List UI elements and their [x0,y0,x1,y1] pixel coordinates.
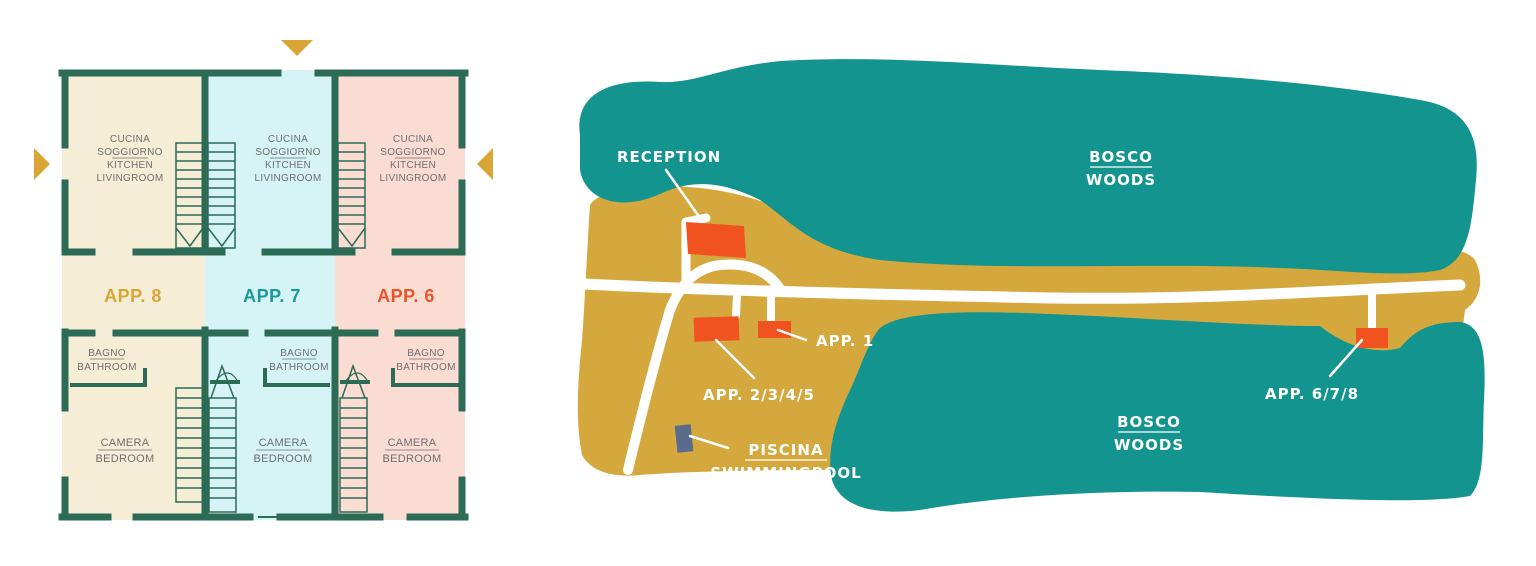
unit-7-fill [205,70,335,520]
unit-6-fill [335,70,465,520]
svg-text:BATHROOM: BATHROOM [269,362,328,373]
svg-text:SWIMMINGPOOL: SWIMMINGPOOL [710,464,861,482]
svg-text:CAMERA: CAMERA [259,437,308,449]
woods-north-label-en: WOODS [1086,171,1156,189]
room-label-cucina: CUCINA [268,134,308,145]
woods-south-label-en: WOODS [1114,436,1184,454]
floor-plan: CUCINA SOGGIORNO KITCHEN LIVINGROOM APP.… [34,40,493,521]
room-label-bedroom: BEDROOM [254,453,313,465]
room-label-livingroom: LIVINGROOM [255,173,322,184]
app-2-3-4-5-label: APP. 2/3/4/5 [703,386,815,404]
svg-text:APP. 2/3/4/5: APP. 2/3/4/5 [703,386,815,404]
walls [58,69,469,521]
room-label-livingroom: LIVINGROOM [97,173,164,184]
room-label-camera: CAMERA [259,437,308,449]
app-7-label: APP. 7 [243,286,301,306]
svg-text:BATHROOM: BATHROOM [77,362,136,373]
svg-text:WOODS: WOODS [1086,171,1156,189]
room-label-bathroom: BATHROOM [396,362,455,373]
svg-text:BEDROOM: BEDROOM [254,453,313,465]
room-label-kitchen: KITCHEN [265,160,311,171]
staircases [175,142,368,513]
svg-text:LIVINGROOM: LIVINGROOM [255,173,322,184]
room-label-bathroom: BATHROOM [77,362,136,373]
reception-label: RECEPTION [617,148,721,166]
app-6-label: APP. 6 [377,286,435,306]
app-1-building [758,321,791,338]
svg-text:APP. 7: APP. 7 [243,286,301,306]
svg-text:LIVINGROOM: LIVINGROOM [97,173,164,184]
woods-south-label-it: BOSCO [1117,413,1181,431]
svg-text:APP. 8: APP. 8 [104,286,162,306]
svg-text:BEDROOM: BEDROOM [96,453,155,465]
unit-8-fill [62,70,205,520]
svg-text:KITCHEN: KITCHEN [390,160,436,171]
svg-text:APP. 6/7/8: APP. 6/7/8 [1265,385,1359,403]
woods-south [830,312,1485,512]
svg-text:LIVINGROOM: LIVINGROOM [380,173,447,184]
room-label-camera: CAMERA [101,437,150,449]
room-label-bathroom: BATHROOM [269,362,328,373]
entrance-arrow-left-icon [34,148,50,180]
app-2-3-4-5-building [693,316,740,342]
svg-text:RECEPTION: RECEPTION [617,148,721,166]
svg-text:CUCINA: CUCINA [268,134,308,145]
svg-text:BOSCO: BOSCO [1089,148,1153,166]
svg-text:CUCINA: CUCINA [110,134,150,145]
swimming-pool [674,424,694,453]
app-6-7-8-label: APP. 6/7/8 [1265,385,1359,403]
svg-text:CUCINA: CUCINA [393,134,433,145]
room-label-soggiorno: SOGGIORNO [255,147,320,158]
entrance-arrow-right-icon [477,148,493,180]
svg-text:APP. 1: APP. 1 [816,332,874,350]
woods-north-label-it: BOSCO [1089,148,1153,166]
svg-text:KITCHEN: KITCHEN [107,160,153,171]
svg-text:CAMERA: CAMERA [101,437,150,449]
room-label-camera: CAMERA [388,437,437,449]
unit-7-labels: CUCINA SOGGIORNO KITCHEN LIVINGROOM APP.… [243,134,328,465]
pool-label-en: SWIMMINGPOOL [710,464,861,482]
room-label-kitchen: KITCHEN [390,160,436,171]
svg-text:PISCINA: PISCINA [748,441,823,459]
room-label-cucina: CUCINA [110,134,150,145]
svg-text:APP. 6: APP. 6 [377,286,435,306]
door-swings [214,372,369,518]
reception-building [686,222,746,258]
room-label-bedroom: BEDROOM [383,453,442,465]
room-label-bagno: BAGNO [280,348,318,359]
svg-text:SOGGIORNO: SOGGIORNO [97,147,162,158]
pool-label-it: PISCINA [748,441,823,459]
entrance-arrow-top-icon [281,40,313,56]
svg-text:BATHROOM: BATHROOM [396,362,455,373]
svg-text:BAGNO: BAGNO [88,348,126,359]
svg-text:BAGNO: BAGNO [407,348,445,359]
room-label-soggiorno: SOGGIORNO [380,147,445,158]
room-label-cucina: CUCINA [393,134,433,145]
svg-text:SOGGIORNO: SOGGIORNO [255,147,320,158]
unit-8-labels: CUCINA SOGGIORNO KITCHEN LIVINGROOM APP.… [77,134,163,465]
app-6-7-8-building [1356,328,1388,348]
leader-lines [664,168,1364,450]
app-8-label: APP. 8 [104,286,162,306]
buildings [686,222,1388,348]
svg-text:KITCHEN: KITCHEN [265,160,311,171]
room-label-soggiorno: SOGGIORNO [97,147,162,158]
site-map: RECEPTION BOSCO WOODS APP. 1 APP. 2/3/4/… [577,59,1485,512]
svg-text:CAMERA: CAMERA [388,437,437,449]
svg-text:SOGGIORNO: SOGGIORNO [380,147,445,158]
room-label-bagno: BAGNO [88,348,126,359]
unit-6-labels: CUCINA SOGGIORNO KITCHEN LIVINGROOM APP.… [377,134,455,465]
room-label-bagno: BAGNO [407,348,445,359]
room-label-kitchen: KITCHEN [107,160,153,171]
woods-north [579,59,1477,274]
room-label-bedroom: BEDROOM [96,453,155,465]
app-1-label: APP. 1 [816,332,874,350]
room-label-livingroom: LIVINGROOM [380,173,447,184]
svg-text:WOODS: WOODS [1114,436,1184,454]
svg-text:BOSCO: BOSCO [1117,413,1181,431]
svg-text:BAGNO: BAGNO [280,348,318,359]
svg-text:BEDROOM: BEDROOM [383,453,442,465]
